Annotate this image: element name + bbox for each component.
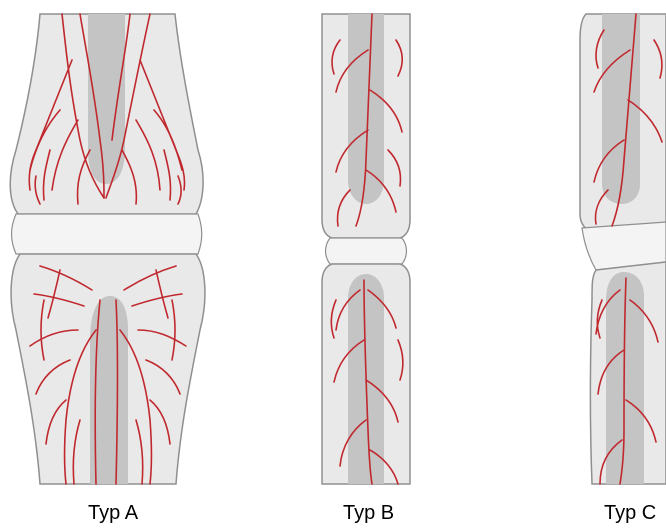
label-typ-c: Typ C bbox=[604, 501, 656, 525]
label-typ-b: Typ B bbox=[343, 501, 394, 525]
joint-capsule-b bbox=[326, 238, 407, 264]
label-typ-a: Typ A bbox=[88, 501, 138, 525]
panel-typ-a bbox=[10, 14, 205, 484]
panel-typ-c bbox=[580, 14, 666, 484]
panel-typ-b bbox=[322, 14, 410, 484]
joint-capsule-a bbox=[12, 214, 202, 254]
